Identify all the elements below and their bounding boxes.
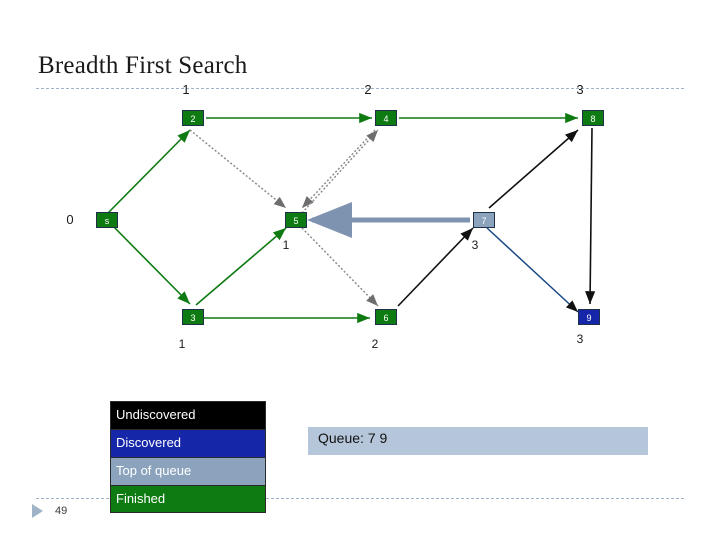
legend-item-finished: Finished [110, 485, 266, 513]
node-distance-3: 1 [178, 337, 186, 351]
node-distance-9: 3 [576, 332, 584, 346]
node-distance-7: 3 [471, 238, 479, 252]
page-title: Breadth First Search [38, 52, 248, 79]
legend-item-top-of-queue: Top of queue [110, 457, 266, 485]
graph-node-9[interactable]: 9 [578, 309, 600, 325]
legend-item-undiscovered: Undiscovered [110, 401, 266, 429]
graph-node-7[interactable]: 7 [473, 212, 495, 228]
legend-item-discovered: Discovered [110, 429, 266, 457]
node-distance-6: 2 [371, 337, 379, 351]
graph-node-8[interactable]: 8 [582, 110, 604, 126]
slide-number: 49 [55, 505, 68, 517]
play-icon[interactable] [32, 504, 43, 518]
node-distance-5: 1 [282, 238, 290, 252]
queue-panel [308, 427, 648, 455]
divider-top [36, 88, 684, 89]
column-label-1: 1 [182, 82, 190, 97]
graph-node-4[interactable]: 4 [375, 110, 397, 126]
legend: Undiscovered Discovered Top of queue Fin… [110, 401, 266, 513]
graph-node-6[interactable]: 6 [375, 309, 397, 325]
column-label-2: 2 [364, 82, 372, 97]
graph-node-2[interactable]: 2 [182, 110, 204, 126]
graph-node-5[interactable]: 5 [285, 212, 307, 228]
divider-bottom [36, 498, 684, 499]
queue-label: Queue: 7 9 [318, 430, 388, 446]
column-label-3: 3 [576, 82, 584, 97]
graph-node-s[interactable]: s [96, 212, 118, 228]
graph-node-3[interactable]: 3 [182, 309, 204, 325]
row-label-0: 0 [66, 212, 74, 227]
